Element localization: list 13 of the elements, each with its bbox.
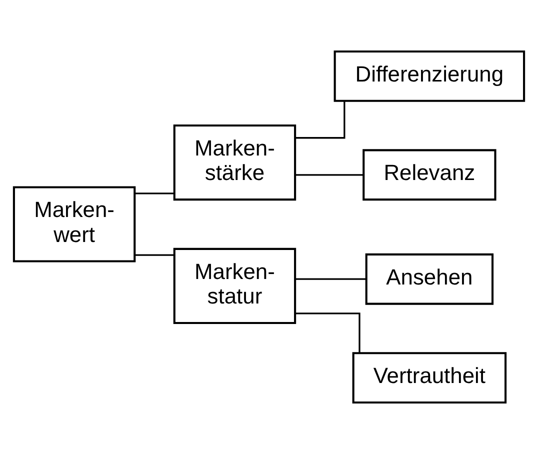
node-box: Marken- stärke	[173, 124, 296, 200]
connector	[134, 192, 174, 194]
node-box: Marken- wert	[12, 186, 136, 262]
node-box: Vertrautheit	[352, 352, 507, 404]
node-box: Relevanz	[362, 148, 496, 200]
connector	[295, 278, 366, 280]
node-box: Ansehen	[365, 252, 494, 304]
connector	[134, 254, 174, 256]
connector	[295, 312, 360, 353]
connector	[295, 174, 364, 176]
connector	[295, 100, 346, 138]
node-box: Differenzierung	[334, 50, 526, 102]
node-box: Marken- statur	[173, 247, 296, 324]
